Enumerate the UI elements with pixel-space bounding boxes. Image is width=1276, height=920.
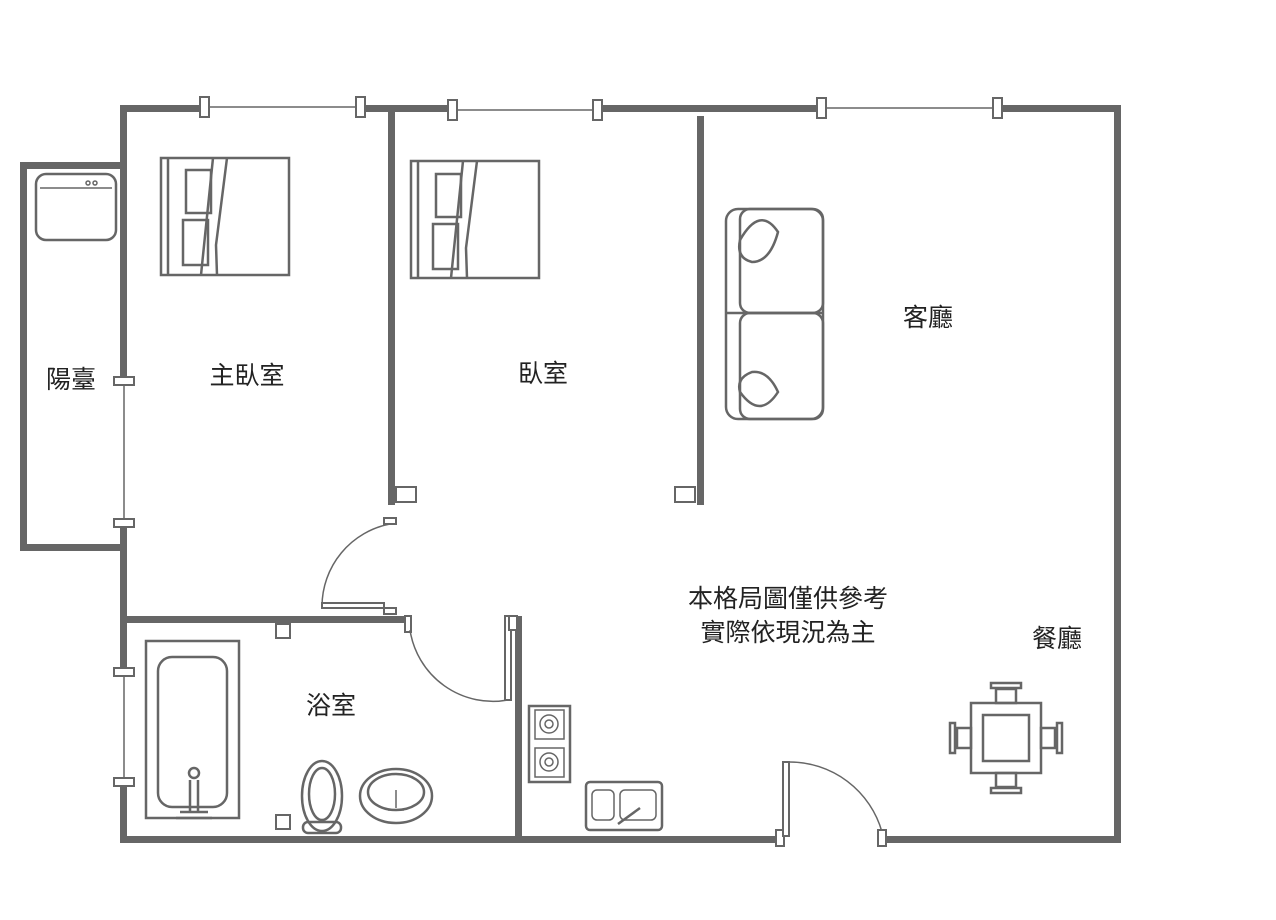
room-label-living-room: 客廳	[903, 303, 953, 332]
disclaimer-line-2: 實際依現況為主	[700, 618, 875, 647]
master-bed-icon	[159, 156, 291, 277]
stove-icon	[527, 704, 572, 784]
room-label-bathroom: 浴室	[306, 691, 356, 720]
room-label-bedroom: 臥室	[518, 359, 568, 388]
sofa-icon	[724, 207, 825, 421]
kitchen-sink-icon	[584, 780, 664, 832]
walls	[20, 105, 1121, 843]
balcony-sink-icon	[34, 172, 118, 242]
windows	[113, 96, 1003, 830]
furniture	[34, 156, 1064, 835]
room-label-balcony: 陽臺	[46, 365, 96, 394]
room-label-dining-room: 餐廳	[1032, 624, 1082, 653]
bed-icon	[409, 159, 541, 280]
room-label-master-bedroom: 主臥室	[209, 361, 284, 390]
room-labels: 陽臺 主臥室 臥室 客廳 餐廳 浴室 本格局圖僅供參考 實際依現況為主	[46, 303, 1082, 720]
bath-sink-icon	[358, 767, 434, 825]
dining-table-icon	[948, 681, 1064, 795]
toilet-icon	[300, 759, 344, 835]
bathtub-icon	[144, 639, 241, 820]
disclaimer-line-1: 本格局圖僅供參考	[688, 584, 888, 613]
doors	[321, 517, 887, 847]
